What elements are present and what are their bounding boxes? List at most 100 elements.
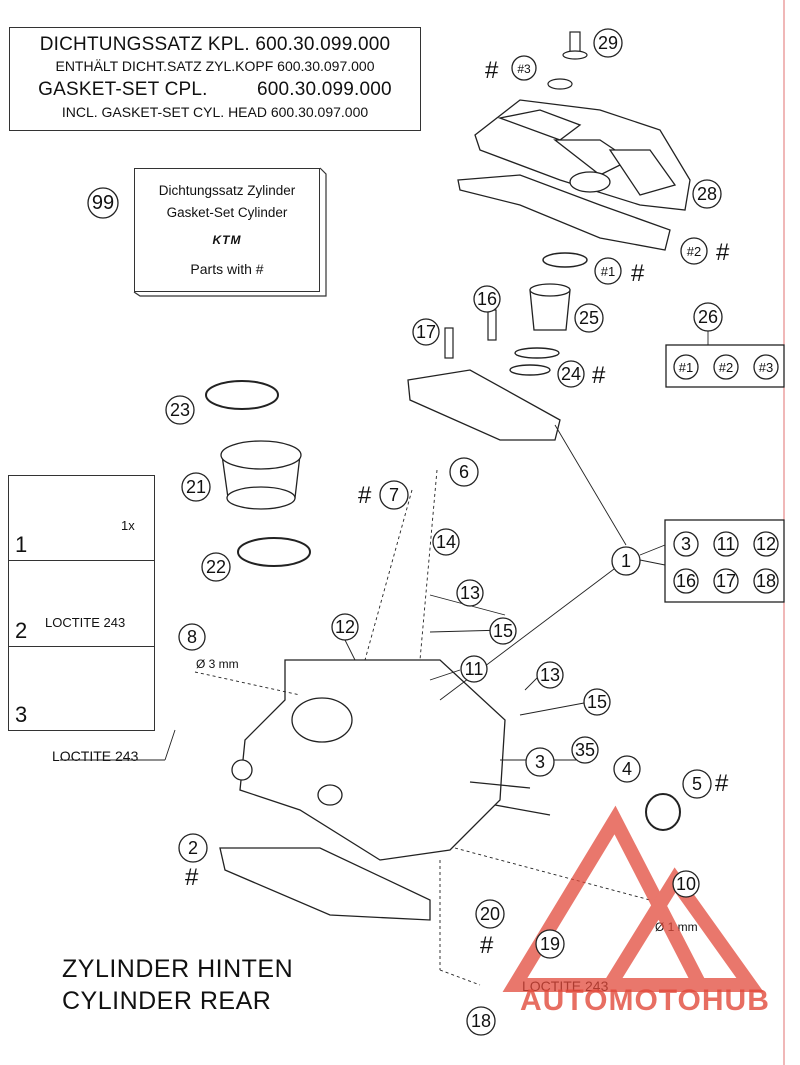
inset-divider-1 bbox=[9, 560, 154, 561]
step-2-number: 2 bbox=[15, 618, 28, 643]
callout-17: 17 bbox=[416, 322, 436, 342]
hash-marker-24: # bbox=[592, 362, 606, 389]
callout-29: 29 bbox=[598, 33, 618, 53]
step-2-loctite-label: LOCTITE 243 bbox=[45, 615, 126, 630]
kit-box-edge bbox=[133, 167, 327, 297]
callout-6: 6 bbox=[459, 462, 469, 482]
callout-circle-13a bbox=[456, 579, 484, 607]
installation-steps-inset: 1 1x 2 LOCTITE 243 3 bbox=[8, 475, 155, 731]
group26-item-3: #3 bbox=[759, 360, 773, 375]
callout-circle-3 bbox=[525, 747, 555, 777]
step-1-note: 1x bbox=[121, 518, 135, 533]
intake-boot-21 bbox=[220, 440, 302, 510]
callout-11: 11 bbox=[465, 659, 484, 679]
callout-circle-26-h1 bbox=[673, 354, 699, 380]
group1-item-16: 16 bbox=[676, 571, 696, 591]
callout-circle-11 bbox=[460, 655, 488, 683]
callout-circle-22 bbox=[201, 552, 231, 582]
callout-circle-12 bbox=[331, 613, 359, 641]
kit-line-2: Gasket-Set Cylinder bbox=[166, 205, 288, 220]
clamp-23 bbox=[205, 380, 279, 410]
callout-5: 5 bbox=[692, 774, 702, 794]
callout-circle-20 bbox=[475, 899, 505, 929]
callout-circle-99 bbox=[87, 187, 119, 219]
callout-circle-23 bbox=[165, 395, 195, 425]
callout-circle-7 bbox=[379, 480, 409, 510]
callout-circle-16 bbox=[473, 285, 501, 313]
callout-circle-8 bbox=[178, 623, 206, 651]
valve-cover-gasket bbox=[457, 174, 671, 251]
hash-marker-5: # bbox=[715, 770, 729, 797]
header-partnumber-box: DICHTUNGSSATZ KPL. 600.30.099.000 ENTHÄL… bbox=[9, 27, 421, 131]
callout-1: 1 bbox=[621, 551, 631, 571]
callout-24: 24 bbox=[561, 364, 581, 384]
callout-circle-g1-12 bbox=[753, 531, 779, 557]
callout-circle-26-h2 bbox=[713, 354, 739, 380]
callout-15b: 15 bbox=[587, 692, 607, 712]
callout-14: 14 bbox=[436, 532, 456, 552]
callout-circle-g1-18 bbox=[753, 568, 779, 594]
callout-circle-4 bbox=[613, 755, 641, 783]
callout-circle-15a bbox=[489, 617, 517, 645]
group1-item-17: 17 bbox=[716, 571, 736, 591]
callout-2: 2 bbox=[188, 838, 198, 858]
camshaft-carrier bbox=[407, 369, 561, 441]
callout-13a: 13 bbox=[460, 583, 480, 603]
callout-7: 7 bbox=[389, 485, 399, 505]
callout-20: 20 bbox=[480, 904, 500, 924]
callout-22: 22 bbox=[206, 557, 226, 577]
callout-circle-25 bbox=[574, 303, 604, 333]
o-ring-24a bbox=[514, 347, 560, 359]
callout-21: 21 bbox=[186, 477, 206, 497]
callout-28: 28 bbox=[697, 184, 717, 204]
callout-circle-10 bbox=[672, 870, 700, 898]
watermark-logo bbox=[502, 805, 764, 992]
callout-circle-35 bbox=[571, 736, 599, 764]
header-line-3: GASKET-SET CPL. 600.30.099.000 bbox=[38, 79, 392, 100]
header-line-1: DICHTUNGSSATZ KPL. 600.30.099.000 bbox=[39, 34, 391, 55]
callout-h1: #1 bbox=[601, 264, 615, 279]
head-gasket-2 bbox=[219, 847, 431, 921]
hash-marker-20: # bbox=[480, 932, 494, 959]
leader-lines bbox=[60, 325, 709, 986]
callout-circle-g1-11 bbox=[713, 531, 739, 557]
callout-circle-17 bbox=[412, 318, 440, 346]
callout-circle-g1-3 bbox=[673, 531, 699, 557]
callout-circle-6 bbox=[449, 457, 479, 487]
group1-item-12: 12 bbox=[756, 534, 776, 554]
inset-divider-2 bbox=[9, 646, 154, 647]
hash-marker-2: # bbox=[716, 239, 730, 266]
callout-10: 10 bbox=[676, 874, 696, 894]
group1-item-3: 3 bbox=[681, 534, 691, 554]
callout-circle-29 bbox=[593, 28, 623, 58]
callout-circle-g1-17 bbox=[713, 568, 739, 594]
hash-marker-1: # bbox=[631, 260, 645, 287]
step-3-number: 3 bbox=[15, 702, 28, 727]
seal-ring-1 bbox=[542, 252, 588, 268]
callout-18: 18 bbox=[471, 1011, 491, 1031]
callout-23: 23 bbox=[170, 400, 190, 420]
callout-12: 12 bbox=[335, 617, 355, 637]
callout-99: 99 bbox=[92, 192, 114, 214]
callout-19: 19 bbox=[540, 934, 560, 954]
group26-item-1: #1 bbox=[679, 360, 693, 375]
callout-circle-21 bbox=[181, 472, 211, 502]
group1-item-11: 11 bbox=[717, 534, 736, 554]
footer-title-de: ZYLINDER HINTEN bbox=[62, 955, 294, 983]
bolts-16-17 bbox=[444, 309, 497, 359]
ktm-logo: KTM bbox=[212, 233, 242, 247]
valve-cover bbox=[474, 99, 691, 211]
sleeve-25 bbox=[529, 283, 571, 331]
clamp-22 bbox=[237, 537, 311, 567]
callout-8: 8 bbox=[187, 627, 197, 647]
group1-item-18: 18 bbox=[756, 571, 776, 591]
callout-4: 4 bbox=[622, 759, 632, 779]
bolt-29 bbox=[547, 31, 588, 90]
callout-circle-19 bbox=[535, 929, 565, 959]
callout-3: 3 bbox=[535, 752, 545, 772]
callout-16: 16 bbox=[477, 289, 497, 309]
studs-3 bbox=[469, 781, 551, 816]
callout-13b: 13 bbox=[540, 665, 560, 685]
group26-item-2: #2 bbox=[719, 360, 733, 375]
